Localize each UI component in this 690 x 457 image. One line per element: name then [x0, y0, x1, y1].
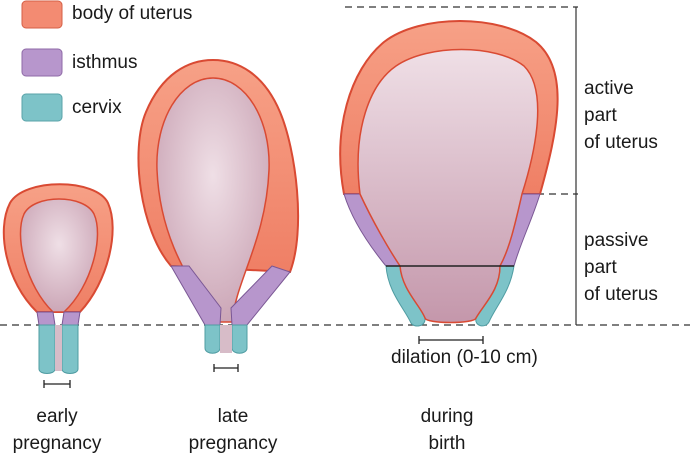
legend-swatch-cervix — [21, 93, 63, 122]
legend-label-body-of-uterus: body of uterus — [72, 3, 193, 24]
cavity-late — [156, 77, 270, 323]
uterus-late-pregnancy — [137, 58, 300, 372]
active-part-label-line2: part — [584, 105, 617, 126]
legend — [21, 0, 63, 122]
uterus-during-birth — [339, 20, 559, 344]
cervix-left-late — [204, 324, 221, 354]
dilation-label: dilation (0-10 cm) — [391, 347, 538, 368]
active-part-label-line1: active — [584, 78, 634, 99]
cervix-left-early — [38, 324, 56, 374]
stage-label-late-line1: late — [217, 406, 249, 427]
stage-label-early-line1: early — [36, 406, 78, 427]
isthmus-right-early — [61, 311, 81, 326]
cervix-right-early — [61, 324, 79, 374]
scale-bar-late — [213, 364, 239, 372]
passive-part-label-line2: part — [584, 257, 617, 278]
active-part-label-line3: of uterus — [584, 132, 658, 153]
cervix-right-late — [231, 324, 248, 354]
stage-label-early-line2: pregnancy — [12, 433, 102, 454]
passive-part-label-line3: of uterus — [584, 284, 658, 305]
isthmus-left-early — [36, 311, 56, 326]
scale-bar-early — [43, 380, 71, 388]
uterus-early-pregnancy — [2, 183, 114, 388]
legend-swatch-isthmus — [21, 48, 63, 77]
stage-label-late-line2: pregnancy — [188, 433, 278, 454]
stage-label-birth-line1: during — [420, 406, 474, 427]
legend-label-cervix: cervix — [72, 97, 122, 118]
stage-label-birth-line2: birth — [428, 433, 466, 454]
cavity-birth — [357, 48, 539, 324]
canal-early — [55, 325, 62, 371]
dilation-bar — [418, 336, 484, 344]
passive-part-label-line1: passive — [584, 230, 649, 251]
isthmus-left-late — [170, 265, 222, 326]
legend-swatch-body-of-uterus — [21, 0, 63, 29]
canal-late — [220, 325, 232, 353]
legend-label-isthmus: isthmus — [72, 52, 138, 73]
cavity-early — [19, 198, 99, 313]
